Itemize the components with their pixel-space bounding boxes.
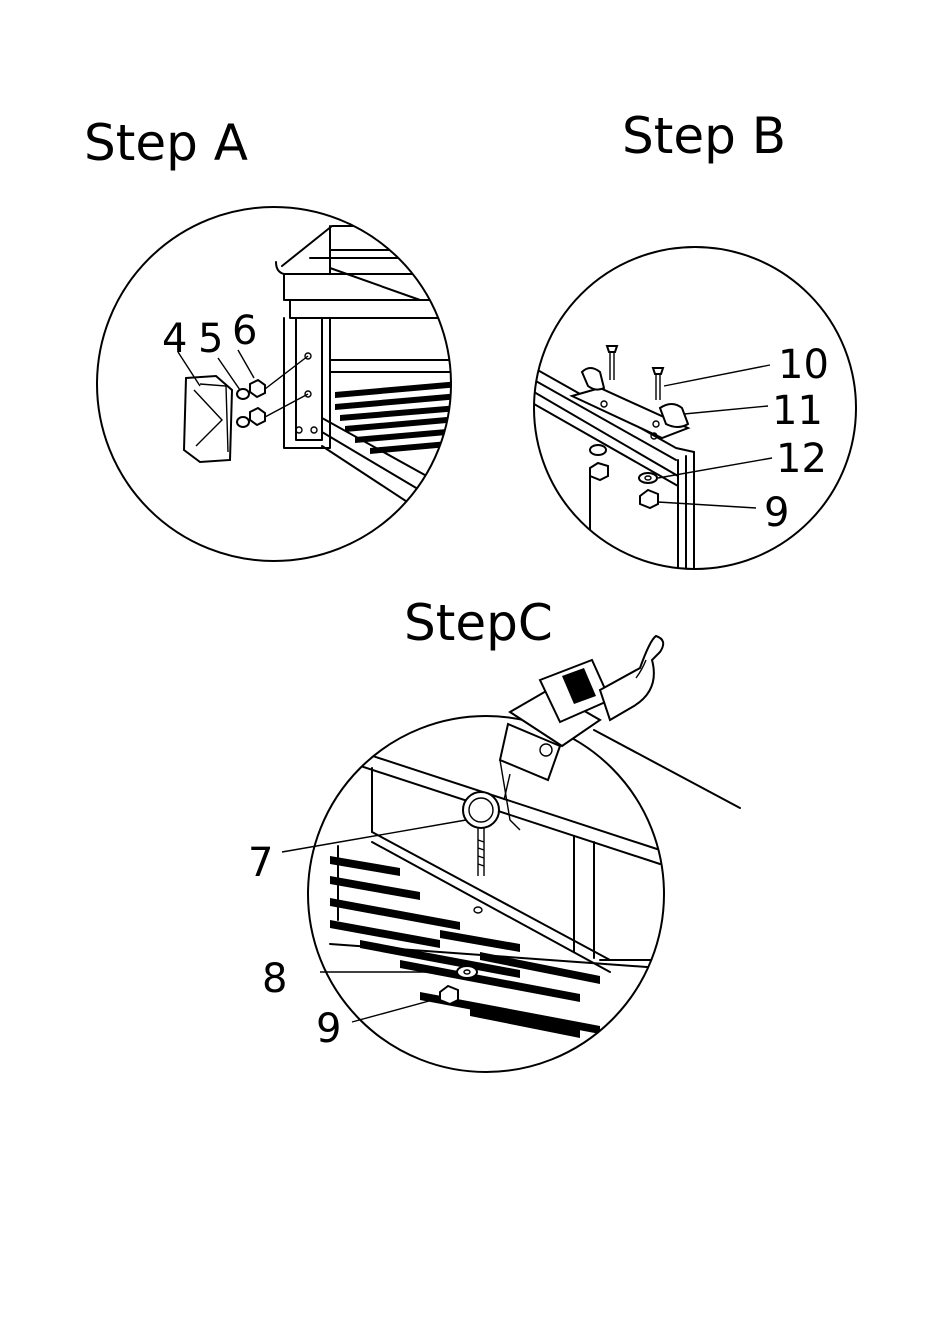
washer-part [457, 966, 477, 978]
callout-label: 8 [262, 956, 287, 1002]
washer-part [237, 389, 249, 399]
end-cap-part [184, 376, 232, 462]
callout-label: 7 [248, 840, 273, 886]
step-b-title: Step B [622, 107, 786, 165]
callout-label: 6 [232, 308, 257, 354]
step-c: StepC [248, 594, 740, 1072]
callout-label: 4 [162, 316, 187, 362]
step-a-detail-circle [97, 207, 470, 561]
callout-label: 12 [776, 436, 827, 482]
callout-label: 9 [316, 1006, 341, 1052]
step-b: Step B [534, 107, 856, 570]
nut-part [250, 408, 265, 425]
bolt-part [607, 346, 617, 352]
nut-part [250, 380, 265, 397]
callout-label: 5 [198, 316, 223, 362]
washer-part [237, 417, 249, 427]
bolt-part [653, 368, 663, 374]
callout-label: 10 [778, 342, 829, 388]
callout-label: 11 [772, 388, 823, 434]
washer-part [639, 473, 657, 483]
step-c-title: StepC [404, 594, 553, 652]
step-a-title: Step A [84, 114, 248, 172]
callout-label: 9 [764, 490, 789, 536]
step-a: Step A [84, 114, 470, 561]
step-a-circle-outline [97, 207, 451, 561]
